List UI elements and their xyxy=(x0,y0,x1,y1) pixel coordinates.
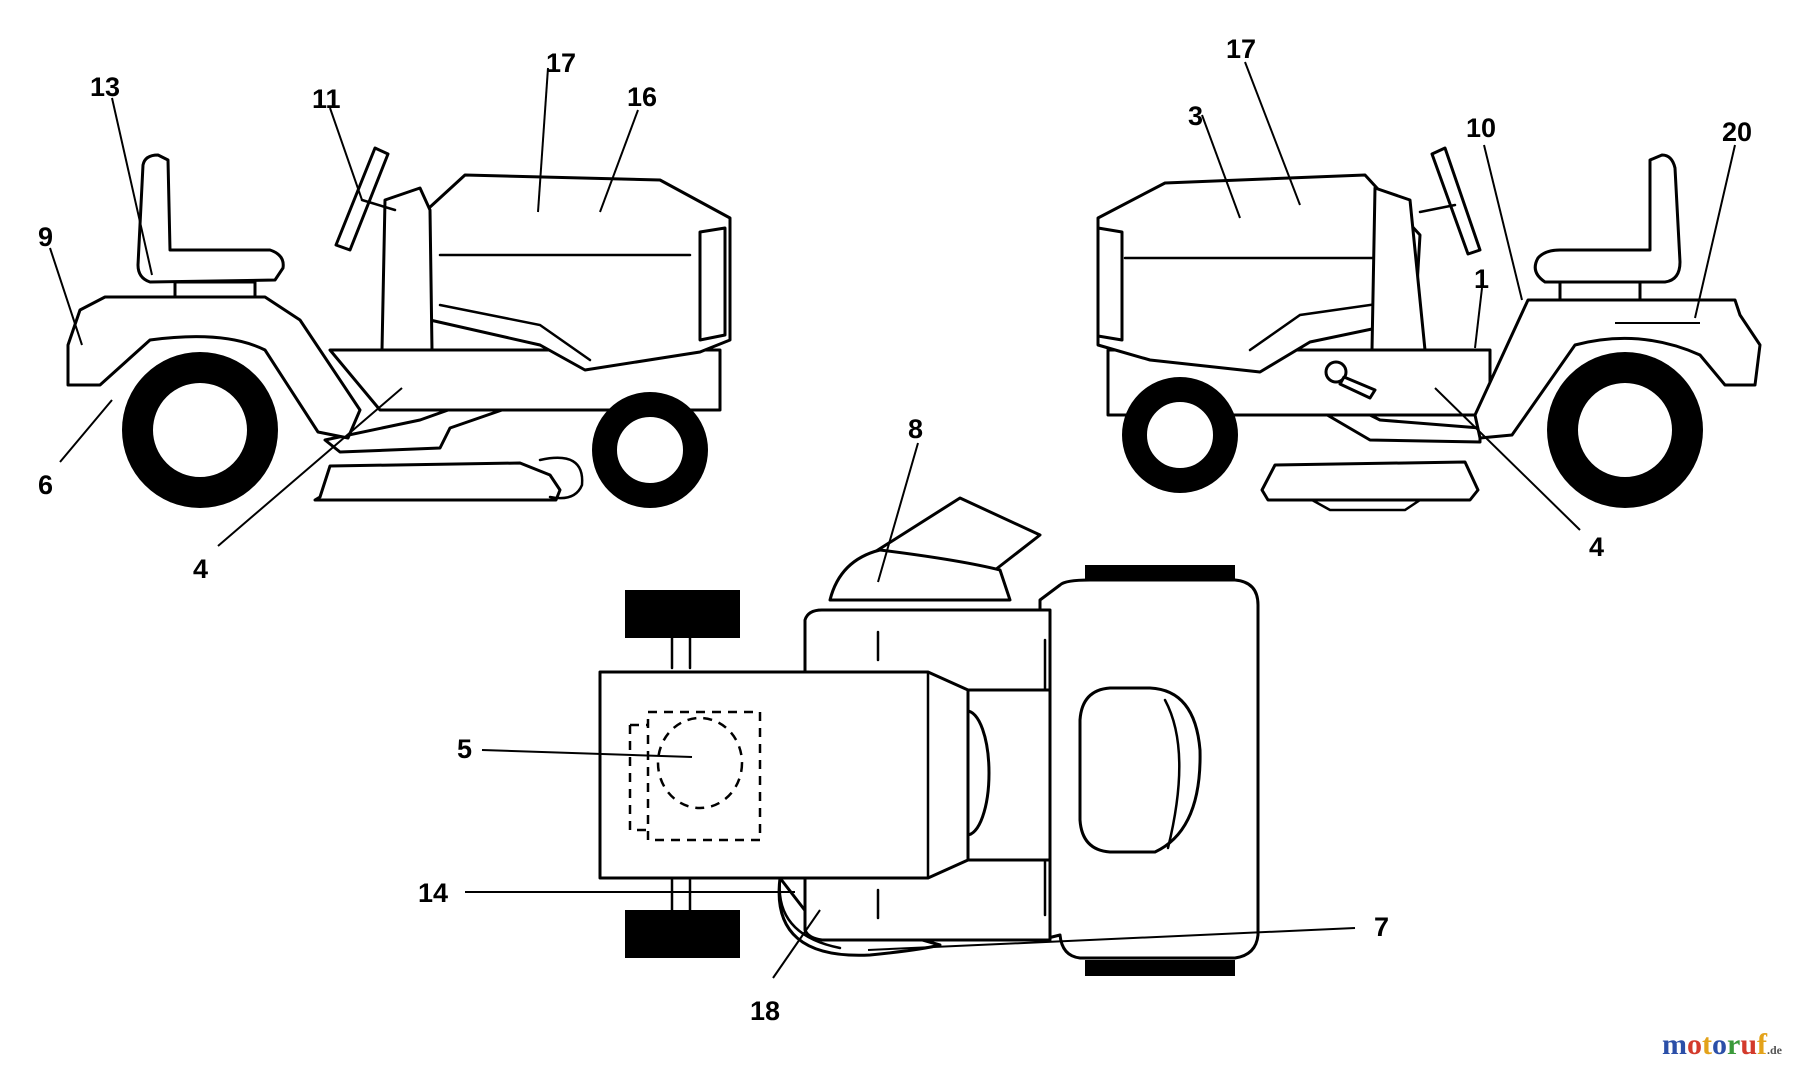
grille-right xyxy=(1096,226,1124,342)
mower-deck-top xyxy=(828,548,1012,602)
callout-10: 10 xyxy=(1466,113,1496,143)
grille-left xyxy=(698,226,727,342)
engine-outline-top xyxy=(646,710,762,842)
front-tire-top-upper xyxy=(625,590,740,638)
seat-right xyxy=(1533,153,1682,284)
seat-top xyxy=(1078,686,1202,854)
front-tire-top-lower xyxy=(625,910,740,958)
ignition-key-right xyxy=(1324,360,1348,384)
tractor-top-view xyxy=(598,496,1260,976)
callout-11: 11 xyxy=(312,84,341,114)
watermark-letter: m xyxy=(1661,1028,1687,1061)
watermark-letter: o xyxy=(1686,1028,1702,1061)
watermark-letter: r xyxy=(1726,1028,1741,1061)
watermark-letter: o xyxy=(1711,1028,1727,1061)
callout-1: 1 xyxy=(1474,264,1489,294)
seat-left xyxy=(136,153,285,284)
watermark-tld: .de xyxy=(1767,1043,1782,1057)
hood-right xyxy=(1096,173,1422,374)
callout-18: 18 xyxy=(750,996,780,1026)
tractor-right-side-view xyxy=(1096,146,1762,512)
rear-tire-top-lower xyxy=(1085,960,1235,976)
dash-tower-left xyxy=(380,186,434,352)
watermark-letter: t xyxy=(1701,1028,1712,1061)
callout-9: 9 xyxy=(38,222,53,252)
callout-6: 6 xyxy=(38,470,53,500)
callout-7: 7 xyxy=(1374,912,1389,942)
watermark-letter: f xyxy=(1757,1028,1767,1061)
hood-left xyxy=(403,173,732,372)
callout-16: 16 xyxy=(627,82,657,112)
callout-4-left: 4 xyxy=(193,554,208,584)
callout-leaders xyxy=(49,61,1736,979)
callout-17-right: 17 xyxy=(1226,34,1256,64)
dash-tower-right xyxy=(1370,186,1427,352)
callout-5: 5 xyxy=(457,734,472,764)
mower-deck-right xyxy=(1260,460,1480,502)
callout-13: 13 xyxy=(90,72,120,102)
hood-top xyxy=(598,670,970,880)
callout-8: 8 xyxy=(908,414,923,444)
site-watermark: motoruf.de xyxy=(1662,1028,1782,1062)
callout-20: 20 xyxy=(1722,117,1752,147)
rear-fender-right xyxy=(1473,298,1762,440)
callout-labels: 13 9 6 11 17 16 4 17 3 10 20 1 4 8 5 14 … xyxy=(38,34,1752,1026)
callout-3: 3 xyxy=(1188,101,1203,131)
watermark-letter: u xyxy=(1740,1028,1757,1061)
callout-17-left: 17 xyxy=(546,48,576,78)
callout-14: 14 xyxy=(418,878,448,908)
steering-wheel-right xyxy=(1430,146,1482,256)
rear-fender-left xyxy=(66,295,362,440)
callout-4-right: 4 xyxy=(1589,532,1604,562)
mower-deck-left xyxy=(313,461,562,502)
tractor-left-side-view xyxy=(66,146,732,508)
